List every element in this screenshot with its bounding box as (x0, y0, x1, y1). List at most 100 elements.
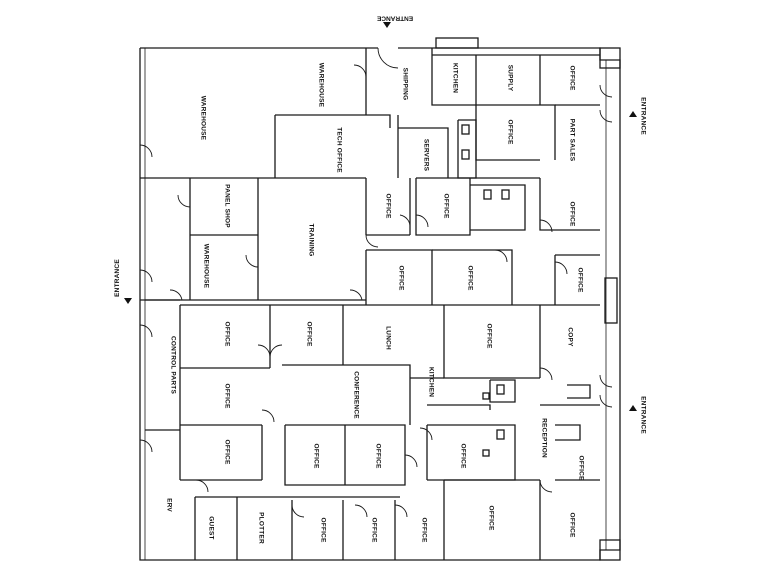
door-swing (139, 439, 153, 453)
room-label-office: OFFICE (370, 517, 378, 543)
room-label-tech-office: TECH OFFICE (335, 127, 343, 173)
room-label-office: OFFICE (223, 383, 231, 409)
entrance-arrow-icon (383, 22, 391, 28)
toilet-fixture (461, 149, 470, 160)
room-label-office: OFFICE (442, 193, 450, 219)
door-swing (349, 289, 363, 301)
door-swing (599, 394, 613, 408)
room-label-office: OFFICE (420, 517, 428, 543)
door-swing (261, 409, 275, 423)
toilet-fixture (501, 189, 510, 200)
wall (275, 114, 391, 128)
room-label-office: OFFICE (374, 443, 382, 469)
room-label-office: OFFICE (459, 443, 467, 469)
door-swing (139, 144, 153, 158)
entrance-label-top: ENTRANCE (377, 14, 414, 22)
exterior-wall (139, 47, 621, 561)
entrance-label-right-upper: ENTRANCE (639, 97, 647, 135)
room-label-supply: SUPPLY (506, 64, 514, 92)
door-swing (599, 109, 613, 123)
door-swing (394, 504, 408, 518)
door-swing (539, 479, 553, 493)
room-label-office: OFFICE (568, 65, 576, 91)
door-swing (599, 374, 613, 388)
room-label-copy: COPY (566, 327, 574, 347)
wall (489, 379, 516, 403)
room-label-reception: RECEPTION (540, 418, 548, 458)
room-label-training: TRAINING (307, 223, 315, 257)
entrance-label-left: ENTRANCE (113, 259, 121, 297)
room-label-office: OFFICE (506, 119, 514, 145)
sink-fixture (482, 392, 490, 400)
room-label-office: OFFICE (577, 455, 585, 481)
entrance-arrow-icon (124, 298, 132, 304)
room-label-office: OFFICE (305, 321, 313, 347)
door-swing (291, 504, 305, 518)
top-feature (435, 37, 479, 49)
room-label-office: OFFICE (223, 439, 231, 465)
toilet-fixture (483, 189, 492, 200)
room-label-office: OFFICE (568, 201, 576, 227)
corner-column (599, 47, 621, 69)
room-label-kitchen: KITCHEN (451, 62, 459, 94)
door-swing (419, 427, 433, 441)
room-label-servers: SERVERS (422, 138, 430, 172)
entrance-label-right-lower: ENTRANCE (639, 396, 647, 434)
door-swing (494, 249, 508, 263)
wall (540, 104, 556, 160)
room-label-control-parts: CONTROL PARTS (169, 336, 177, 394)
room-label-office: OFFICE (568, 512, 576, 538)
room-label-erv: ERV (165, 498, 173, 512)
window-unit (604, 277, 618, 324)
sink-fixture (482, 449, 490, 457)
room-label-office: OFFICE (223, 321, 231, 347)
room-label-warehouse: WAREHOUSE (317, 62, 325, 108)
wall (567, 384, 591, 399)
entrance-arrow-icon (629, 111, 637, 117)
room-label-guest: GUEST (207, 516, 215, 540)
door-swing (177, 194, 191, 208)
room-label-office: OFFICE (485, 323, 493, 349)
door-swing (599, 84, 613, 98)
wall (284, 424, 406, 486)
wall (432, 249, 513, 305)
entrance-arrow-icon (629, 405, 637, 411)
door-swing (139, 269, 153, 283)
wall (427, 424, 516, 481)
door-swing (415, 214, 429, 228)
room-label-office: OFFICE (576, 267, 584, 293)
wall (431, 48, 540, 106)
room-label-office: OFFICE (487, 505, 495, 531)
wall (427, 404, 491, 410)
room-label-office: OFFICE (384, 193, 392, 219)
room-label-kitchen: KITCHEN (427, 366, 435, 398)
room-label-shipping: SHIPPING (401, 67, 409, 101)
door-swing (354, 504, 368, 518)
corner-column (599, 539, 621, 561)
room-label-conference: CONFERENCE (352, 371, 360, 419)
wall (282, 364, 411, 425)
toilet-fixture (496, 384, 505, 395)
wall (539, 178, 600, 231)
door-swing (539, 367, 553, 381)
door-swing (377, 47, 399, 69)
wall (555, 424, 581, 441)
room-label-office: OFFICE (312, 443, 320, 469)
wall (398, 127, 449, 178)
door-swing (195, 479, 209, 493)
door-swing (399, 214, 411, 229)
door-swing (539, 219, 553, 233)
door-swing (245, 254, 259, 268)
wall (415, 178, 471, 236)
door-swing (404, 454, 418, 468)
toilet-fixture (496, 429, 505, 440)
room-label-lunch: LUNCH (384, 326, 392, 350)
wall (470, 184, 526, 231)
toilet-fixture (461, 124, 470, 135)
door-swing (269, 344, 283, 358)
room-label-office: OFFICE (397, 265, 405, 291)
room-label-warehouse: WAREHOUSE (199, 95, 207, 141)
room-label-office: OFFICE (319, 517, 327, 543)
room-label-part-sales: PART SALES (568, 118, 576, 162)
